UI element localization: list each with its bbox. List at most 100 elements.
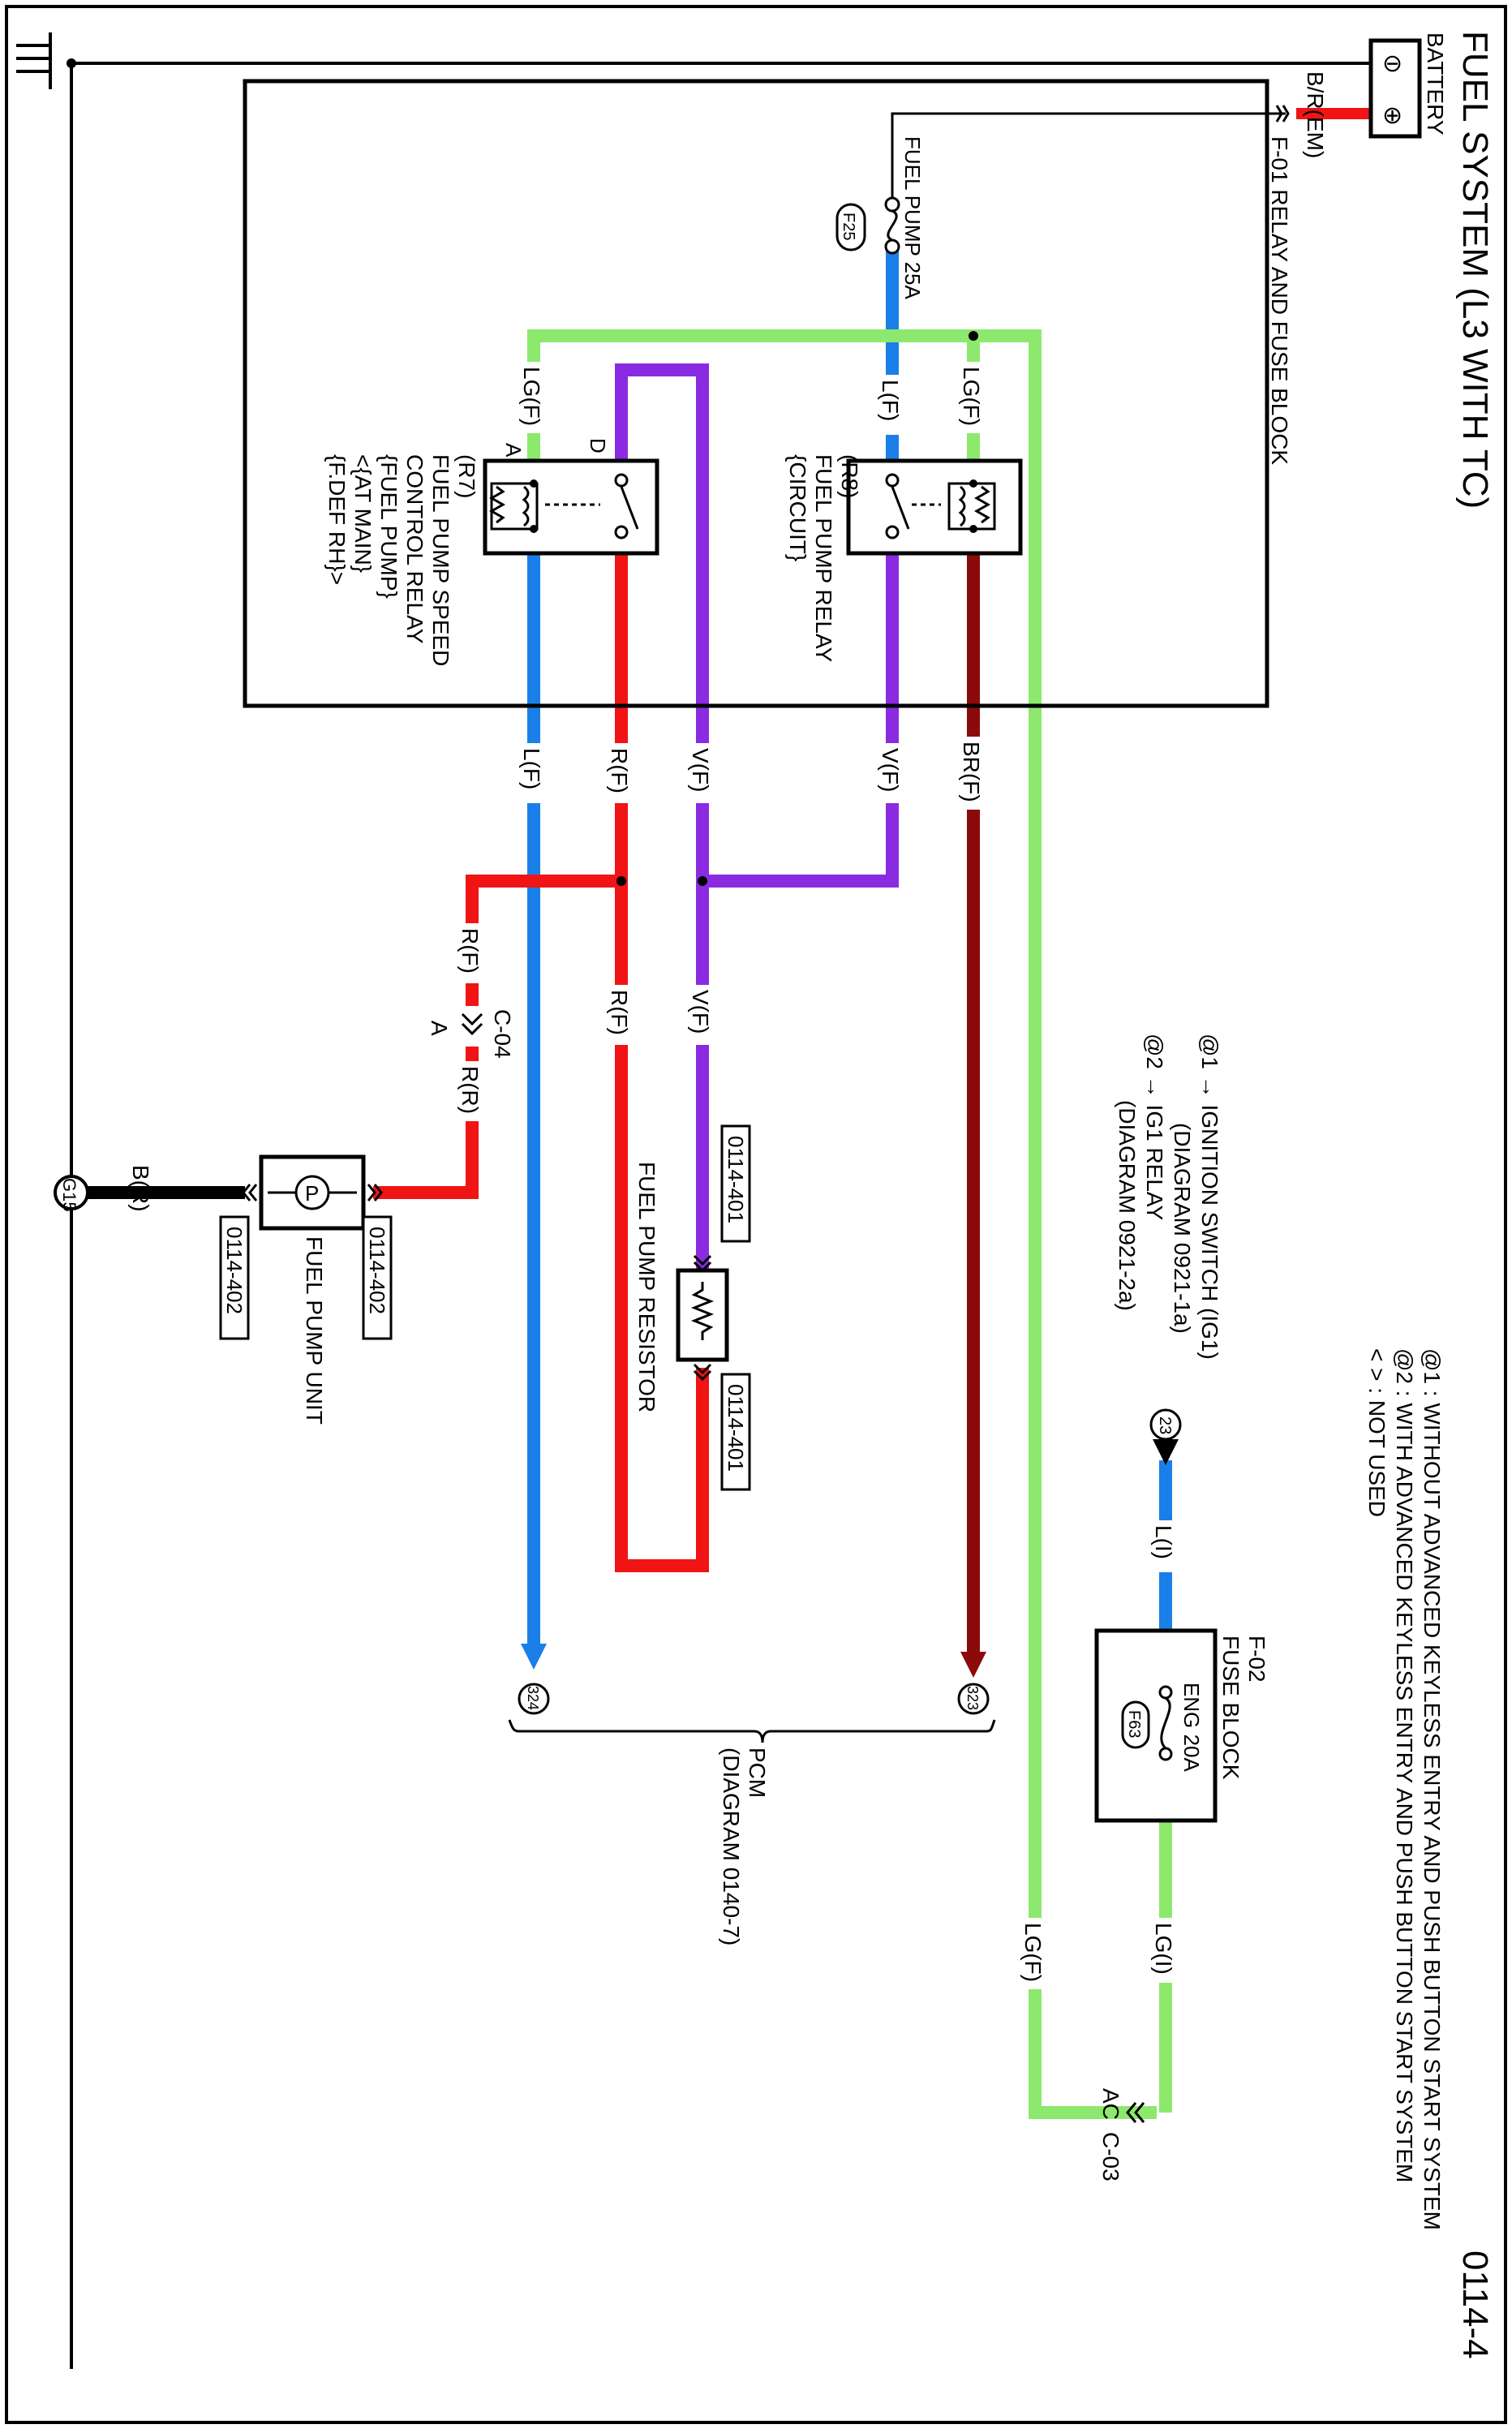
relay-r7-pin-a: A <box>501 443 526 458</box>
relay-r8-label: {CIRCUIT} <box>785 454 810 561</box>
ignition-ref-line: @1 → IGNITION SWITCH (IG1) <box>1197 1034 1222 1360</box>
ref-box-0114-402 <box>362 1215 393 1340</box>
fuse-f63-id: F63 <box>1125 1710 1143 1738</box>
fuse-eng-20a-label: ENG 20A <box>1179 1683 1204 1772</box>
ref-box-0114-401 <box>720 1124 751 1243</box>
fuse-block-f02-name: F-02 <box>1244 1636 1269 1683</box>
fuel-pump-unit-label: FUEL PUMP UNIT <box>302 1236 327 1425</box>
ground-g15: G15 <box>54 1175 89 1212</box>
wire-label-v-f: V(F) <box>688 990 713 1034</box>
wire-r-f-main <box>615 550 709 1572</box>
ground-g15-label: G15 <box>59 1178 79 1212</box>
terminal-324-label: 324 <box>525 1686 541 1710</box>
note-2: @2 : WITH ADVANCED KEYLESS ENTRY AND PUS… <box>1392 1348 1417 2182</box>
connector-c04-name: C-04 <box>490 1009 515 1059</box>
fuel-pump-resistor: 0114-401 0114-401 FUEL PUMP RESISTOR <box>634 1124 751 1491</box>
connector-c03-pin: AC <box>1098 2088 1123 2120</box>
relay-r7: D A (R7) FUEL PUMP SPEED CONTROL RELAY {… <box>324 438 659 666</box>
resistor-zigzag <box>690 1282 715 1340</box>
ref-box-0114-401-label: 0114-401 <box>724 1384 748 1472</box>
ref-box-0114-401 <box>720 1373 751 1491</box>
ref-box-0114-402-label: 0114-402 <box>222 1227 247 1314</box>
wire-label-lg-f: LG(F) <box>1020 1923 1046 1982</box>
relay-switch-contact <box>620 486 639 530</box>
fuse-block-f02-label: FUSE BLOCK <box>1218 1636 1244 1780</box>
ref-box-0114-401-label: 0114-401 <box>724 1136 748 1223</box>
junction-dot <box>616 876 626 886</box>
battery-wire-label: B/R(EM) <box>1303 71 1328 158</box>
fuse-f25-id: F25 <box>840 213 857 240</box>
ref-box-0114-402 <box>219 1215 250 1340</box>
terminal-323-label: 323 <box>964 1686 981 1710</box>
junction-dot <box>969 331 978 341</box>
pcm-label: PCM <box>745 1747 770 1798</box>
fuse-id-badge <box>835 203 866 251</box>
wire-label-l-f: L(F) <box>878 380 903 421</box>
connector-c03-name: C-03 <box>1098 2132 1123 2182</box>
pump-motor-symbol <box>294 1175 330 1210</box>
page-title: FUEL SYSTEM (L3 WITH TC) <box>1455 31 1495 509</box>
wire-r-r <box>373 1047 479 1199</box>
terminal-23: 23 <box>1149 1408 1182 1465</box>
wire-label-v-f: V(F) <box>878 748 903 792</box>
fuse-id-badge <box>1121 1700 1150 1749</box>
relay-r7-label: (R7) <box>454 454 479 498</box>
fuse-block-f02-body <box>1094 1628 1218 1823</box>
page-border <box>5 5 1507 2424</box>
note-3: < > : NOT USED <box>1364 1348 1390 1517</box>
fuse-block-f02: F63 ENG 20A F-02 FUSE BLOCK <box>1094 1628 1269 1823</box>
wire-label-r-f: R(F) <box>607 748 632 793</box>
relay-r8: (R8) FUEL PUMP RELAY {CIRCUIT} <box>785 454 1023 663</box>
ignition-reference: @1 → IGNITION SWITCH (IG1) (DIAGRAM 0921… <box>1115 1034 1222 1360</box>
ref-box-0114-402-label: 0114-402 <box>365 1227 389 1314</box>
battery-body <box>1368 38 1422 139</box>
battery-connector-chevron <box>1275 105 1290 123</box>
legend-notes: @1 : WITHOUT ADVANCED KEYLESS ENTRY AND … <box>1364 1348 1445 2230</box>
battery: ⊖ ⊕ BATTERY B/R(EM) <box>1303 32 1448 158</box>
fuse-f25: FUEL PUMP 25A F25 <box>835 136 925 300</box>
connector-c04: C-04 A <box>427 1009 515 1059</box>
note-1: @1 : WITHOUT ADVANCED KEYLESS ENTRY AND … <box>1420 1348 1445 2230</box>
relay-switch-contact <box>891 486 910 530</box>
chassis-ground-symbol <box>16 32 52 89</box>
fuel-pump-symbol: P <box>305 1181 319 1206</box>
relay-r8-label: FUEL PUMP RELAY <box>811 454 836 663</box>
relay-fuse-block-f01 <box>243 79 1269 708</box>
wire-v-f-r7 <box>615 363 709 1294</box>
terminal-324: 324 <box>518 1644 550 1715</box>
wire-label-l-f: L(F) <box>519 748 544 789</box>
fuse-f25-label: FUEL PUMP 25A <box>900 136 925 300</box>
battery-label: BATTERY <box>1423 32 1448 135</box>
junction-dot <box>67 58 76 68</box>
fuel-pump-unit: P 0114-402 0114-402 FUEL PUMP UNIT <box>219 1154 393 1425</box>
wire-label-lg-f: LG(F) <box>519 367 544 426</box>
relay-r7-label: {FUEL PUMP} <box>376 454 402 599</box>
wire-label-r-r: R(R) <box>457 1066 483 1114</box>
pcm-diagram-ref: (DIAGRAM 0140-7) <box>719 1747 744 1945</box>
connector-c04-pin: A <box>427 1021 452 1036</box>
wire-label-b-r: B(R) <box>128 1165 153 1212</box>
battery-plus-symbol: ⊕ <box>1382 102 1402 129</box>
terminal-23-label: 23 <box>1156 1416 1174 1434</box>
diagram-number: 0114-4 <box>1455 2250 1495 2359</box>
ignition-ref-line: @2 → IG1 RELAY <box>1142 1034 1167 1221</box>
relay-r7-label: CONTROL RELAY <box>402 454 427 644</box>
relay-r7-pin-d: D <box>586 438 610 454</box>
junction-dots <box>67 58 978 886</box>
ignition-ref-line: (DIAGRAM 0921-1a) <box>1170 1123 1195 1334</box>
junction-dot <box>698 876 707 886</box>
battery-minus-symbol: ⊖ <box>1382 50 1402 77</box>
relay-r7-label: {F.DEF RH}> <box>324 454 350 585</box>
fuel-pump-resistor-label: FUEL PUMP RESISTOR <box>634 1162 659 1412</box>
ignition-ref-line: (DIAGRAM 0921-2a) <box>1115 1100 1140 1311</box>
wire-label-l-i: L(I) <box>1151 1525 1176 1559</box>
relay-r8-label: (R8) <box>837 454 862 498</box>
connector-c03: AC C-03 <box>1098 2088 1145 2182</box>
pcm-brace: PCM (DIAGRAM 0140-7) <box>508 1719 996 1945</box>
wire-labels: LG(F) L(F) LG(F) BR(F) V(F) V(F) R(F) L(… <box>128 362 1179 1989</box>
wire-label-r-f: R(F) <box>457 928 483 974</box>
wire-label-br-f: BR(F) <box>959 742 984 802</box>
wire-label-lg-f: LG(F) <box>959 367 984 426</box>
wire-label-r-f: R(F) <box>607 990 632 1035</box>
